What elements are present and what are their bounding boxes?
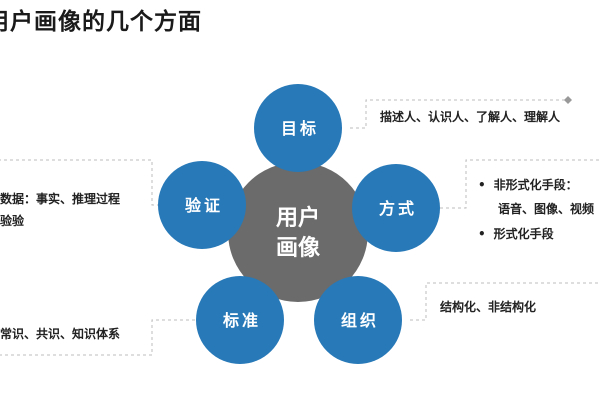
node-label-goal: 目标 xyxy=(281,119,319,138)
node-label-standard: 标准 xyxy=(222,311,261,330)
description-validation-line2: 验验 xyxy=(0,214,25,228)
bullet-icon: • xyxy=(478,227,486,241)
center-circle xyxy=(228,162,368,302)
description-validation-line1: 数据：事实、推理过程 xyxy=(0,192,121,206)
connector-validation xyxy=(0,159,160,206)
description-method-item-1: • 非形式化手段： xyxy=(478,176,578,193)
description-organization: 结构化、非结构化 xyxy=(440,300,537,314)
node-circle-goal xyxy=(254,84,342,172)
node-circle-organization xyxy=(314,276,402,364)
bullet-icon: • xyxy=(478,178,486,192)
center-label-line2: 画像 xyxy=(276,235,321,261)
connector-markers xyxy=(564,96,572,104)
node-label-validation: 验证 xyxy=(185,196,223,215)
diagram-title: 用户画像的几个方面 xyxy=(0,9,202,35)
description-method-text-3: 形式化手段 xyxy=(493,227,554,241)
description-method-item-3: • 形式化手段 xyxy=(478,225,554,242)
connector-organization xyxy=(410,282,600,321)
node-circle-validation xyxy=(158,161,246,249)
description-goal: 描述人、认识人、了解人、理解人 xyxy=(380,110,561,124)
center-label-line1: 用户 xyxy=(276,205,320,231)
marker-goal xyxy=(564,96,572,104)
connector-standard xyxy=(0,319,195,356)
node-label-method: 方式 xyxy=(379,199,417,218)
description-method-item-2: 语音、图像、视频 xyxy=(498,202,595,216)
description-standard: 常识、共识、知识体系 xyxy=(0,327,121,341)
connector-method xyxy=(440,159,600,209)
node-label-organization: 组织 xyxy=(341,311,379,330)
node-circle-method xyxy=(352,164,440,252)
node-circle-standard xyxy=(196,276,284,364)
connector-goal xyxy=(350,99,568,129)
connector-lines xyxy=(0,99,600,356)
description-method-text-1: 非形式化手段： xyxy=(493,178,578,192)
